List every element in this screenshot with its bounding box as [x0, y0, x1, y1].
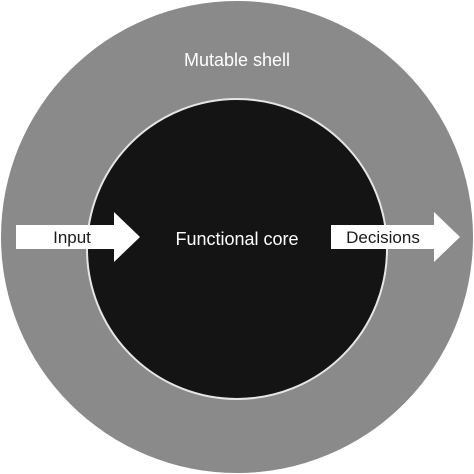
input-arrow-shape — [16, 212, 140, 262]
functional-core-label: Functional core — [175, 229, 298, 249]
input-arrow-label: Input — [53, 228, 91, 247]
input-arrow: Input — [16, 212, 140, 262]
decisions-arrow-shape — [331, 212, 460, 262]
decisions-arrow-label: Decisions — [346, 228, 420, 247]
decisions-arrow: Decisions — [331, 212, 460, 262]
mutable-shell-label: Mutable shell — [184, 50, 290, 70]
